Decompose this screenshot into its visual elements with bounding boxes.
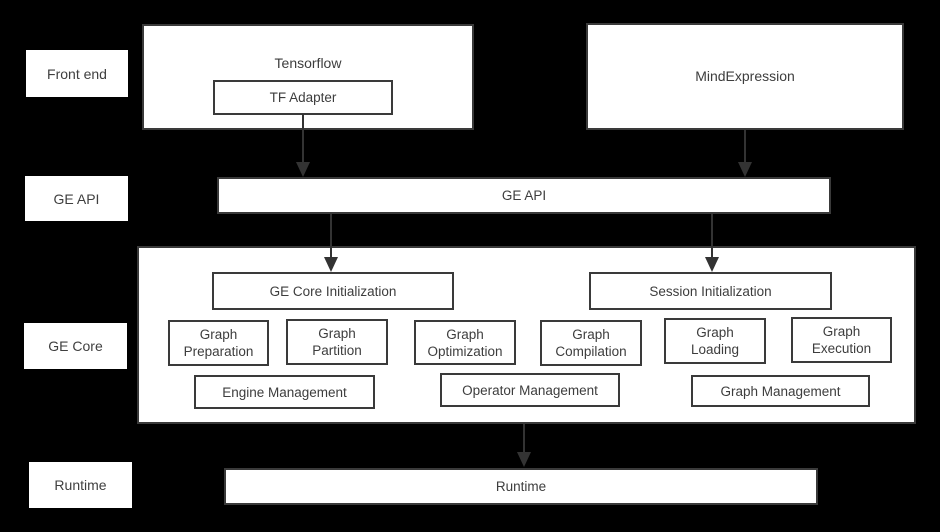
arrow-shaft: [744, 130, 746, 162]
arrow-shaft: [711, 214, 713, 257]
arrow-tf-adapter-to-ge-api: [296, 114, 310, 177]
tensorflow-title: Tensorflow: [274, 55, 342, 71]
arrow-ge-api-to-core-init: [324, 214, 338, 272]
arrow-shaft: [302, 114, 304, 162]
session-initialization-box: Session Initialization: [589, 272, 832, 310]
stage-box-graph-partition: Graph Partition: [286, 319, 388, 365]
arrow-head-icon: [517, 452, 531, 467]
stage-box-graph-loading: Graph Loading: [664, 318, 766, 364]
ge-api-bar: GE API: [217, 177, 831, 214]
arrow-head-icon: [324, 257, 338, 272]
arrow-ge-api-to-session-init: [705, 214, 719, 272]
ge-core-initialization-box: GE Core Initialization: [212, 272, 454, 310]
arrow-shaft: [330, 214, 332, 257]
operator-management-box: Operator Management: [440, 373, 620, 407]
arrow-head-icon: [705, 257, 719, 272]
runtime-bar: Runtime: [224, 468, 818, 505]
mindexpression-box: MindExpression: [586, 23, 904, 130]
graph-management-box: Graph Management: [691, 375, 870, 407]
stage-box-graph-execution: Graph Execution: [791, 317, 892, 363]
row-label-ge-core: GE Core: [24, 323, 127, 369]
arrow-head-icon: [296, 162, 310, 177]
stage-box-graph-compilation: Graph Compilation: [540, 320, 642, 366]
arrow-head-icon: [738, 162, 752, 177]
stage-box-graph-preparation: Graph Preparation: [168, 320, 269, 366]
row-label-ge-api: GE API: [25, 176, 128, 221]
arrow-shaft: [523, 424, 525, 452]
arrow-mindexpression-to-ge-api: [738, 130, 752, 177]
row-label-runtime: Runtime: [29, 462, 132, 508]
arrow-ge-core-to-runtime: [517, 424, 531, 467]
row-label-front-end: Front end: [26, 50, 128, 97]
engine-management-box: Engine Management: [194, 375, 375, 409]
stage-box-graph-optimization: Graph Optimization: [414, 320, 516, 365]
tf-adapter-box: TF Adapter: [213, 80, 393, 115]
